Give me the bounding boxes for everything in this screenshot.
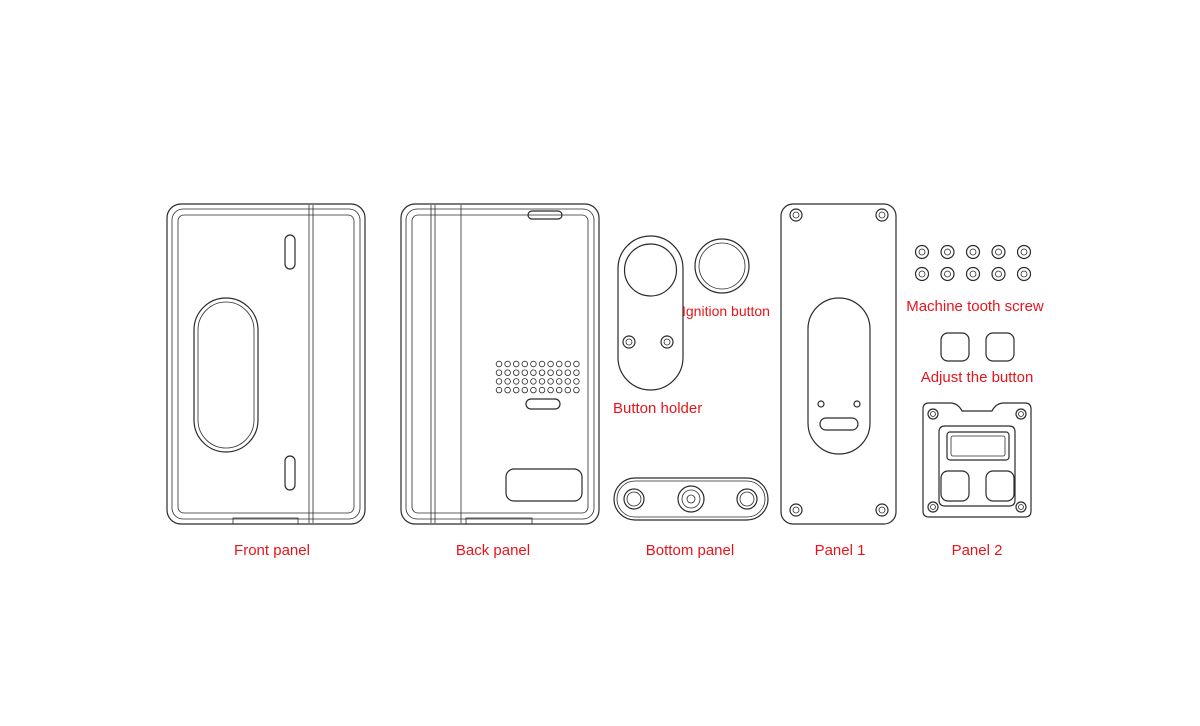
screw bbox=[1016, 266, 1032, 282]
speaker-hole bbox=[530, 386, 537, 394]
speaker-hole bbox=[538, 386, 546, 394]
screw-hole bbox=[1020, 270, 1028, 278]
speaker-hole bbox=[530, 378, 537, 385]
speaker-hole bbox=[547, 360, 554, 368]
speaker-hole bbox=[495, 360, 503, 368]
back-panel-label: Back panel bbox=[456, 542, 530, 559]
speaker-hole bbox=[495, 369, 503, 376]
speaker-hole bbox=[538, 369, 546, 376]
front-panel-drawing bbox=[166, 203, 366, 525]
speaker-hole bbox=[556, 378, 563, 385]
screw-hole bbox=[969, 270, 977, 278]
front-panel-label: Front panel bbox=[234, 542, 310, 559]
speaker-hole bbox=[513, 386, 520, 394]
screw bbox=[940, 266, 955, 282]
bottom-panel-label: Bottom panel bbox=[646, 542, 734, 559]
speaker-hole bbox=[564, 369, 571, 376]
speaker-hole bbox=[504, 360, 511, 368]
speaker-hole bbox=[547, 369, 554, 376]
panel-1-drawing bbox=[780, 203, 897, 525]
screw bbox=[965, 266, 981, 282]
speaker-hole bbox=[573, 378, 580, 385]
button-holder-label: Button holder bbox=[613, 400, 702, 417]
speaker-hole bbox=[521, 360, 528, 368]
screw bbox=[1016, 244, 1032, 260]
speaker-hole bbox=[513, 378, 520, 385]
speaker-hole bbox=[547, 386, 554, 394]
speaker-hole bbox=[504, 378, 511, 385]
screw-hole bbox=[969, 248, 977, 256]
speaker-hole bbox=[521, 386, 528, 394]
adjust-buttons-drawing bbox=[940, 332, 1015, 362]
screw-hole bbox=[1020, 248, 1028, 256]
adjust-the-button-label: Adjust the button bbox=[921, 369, 1034, 386]
speaker-hole bbox=[556, 369, 563, 376]
speaker-hole bbox=[556, 386, 563, 394]
back-panel-drawing bbox=[400, 203, 600, 525]
speaker-hole bbox=[573, 386, 580, 394]
speaker-hole bbox=[564, 360, 571, 368]
screw-hole bbox=[918, 270, 926, 278]
screw bbox=[991, 266, 1006, 282]
speaker-hole bbox=[504, 369, 511, 376]
button-holder-drawing bbox=[617, 235, 684, 391]
speaker-hole bbox=[538, 360, 546, 368]
screw bbox=[991, 244, 1006, 260]
screw-hole bbox=[944, 270, 951, 278]
machine-tooth-screws-drawing bbox=[914, 244, 1032, 282]
screw-hole bbox=[918, 248, 926, 256]
speaker-hole bbox=[573, 360, 580, 368]
screw-hole bbox=[944, 248, 951, 256]
screw bbox=[914, 266, 930, 282]
speaker-hole bbox=[513, 369, 520, 376]
ignition-button-label: Ignition button bbox=[682, 303, 770, 319]
machine-tooth-screw-label: Machine tooth screw bbox=[906, 298, 1044, 315]
speaker-hole bbox=[513, 360, 520, 368]
screw bbox=[965, 244, 981, 260]
speaker-holes bbox=[495, 360, 580, 394]
speaker-hole bbox=[564, 386, 571, 394]
panel-1-label: Panel 1 bbox=[815, 542, 866, 559]
speaker-hole bbox=[521, 378, 528, 385]
panel-2-label: Panel 2 bbox=[952, 542, 1003, 559]
speaker-hole bbox=[530, 360, 537, 368]
ignition-button-drawing bbox=[694, 238, 750, 294]
speaker-hole bbox=[547, 378, 554, 385]
panel-2-drawing bbox=[922, 402, 1032, 518]
speaker-hole bbox=[538, 378, 546, 385]
screw bbox=[914, 244, 930, 260]
speaker-hole bbox=[556, 360, 563, 368]
speaker-hole bbox=[495, 378, 503, 385]
speaker-hole bbox=[504, 386, 511, 394]
speaker-hole bbox=[564, 378, 571, 385]
screw bbox=[940, 244, 955, 260]
speaker-hole bbox=[573, 369, 580, 376]
speaker-hole bbox=[530, 369, 537, 376]
screw-hole bbox=[995, 248, 1002, 256]
speaker-hole bbox=[495, 386, 503, 394]
screw-hole bbox=[995, 270, 1002, 278]
bottom-panel-drawing bbox=[613, 477, 769, 521]
speaker-hole bbox=[521, 369, 528, 376]
